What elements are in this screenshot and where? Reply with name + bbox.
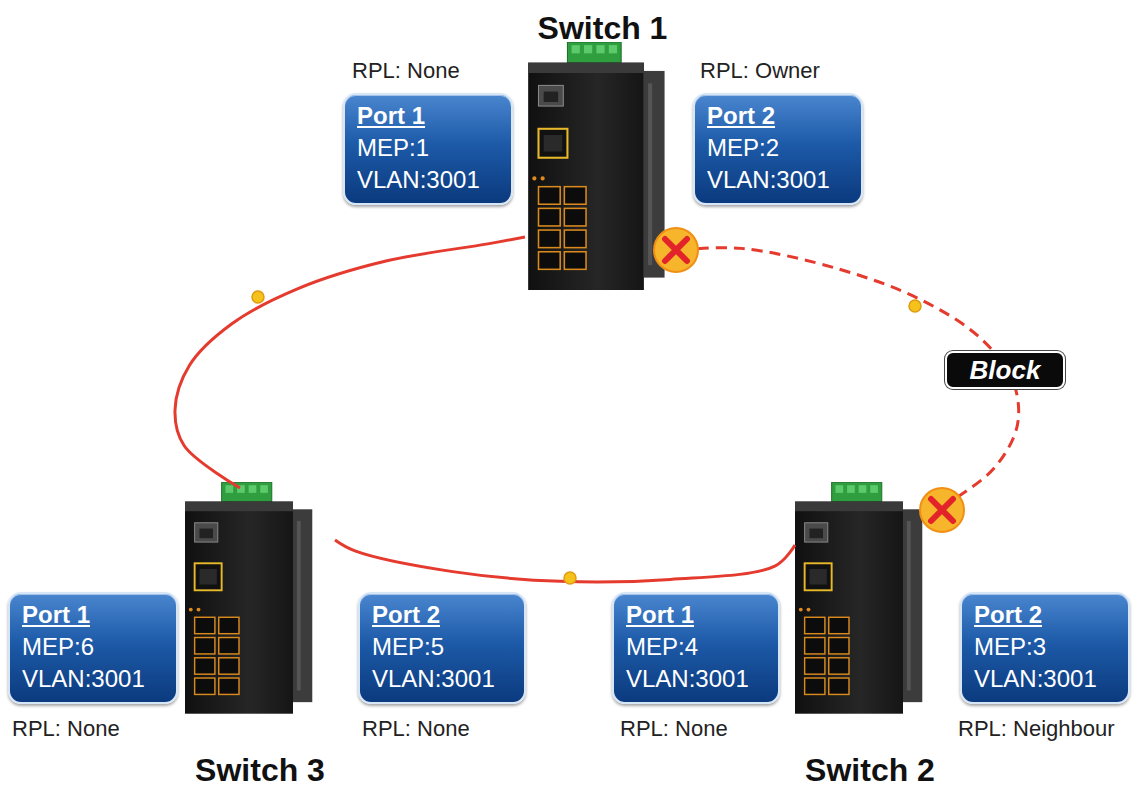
mep-id: MEP:6 bbox=[22, 631, 164, 663]
port-info-box: Port 1MEP:1VLAN:3001 bbox=[343, 93, 513, 205]
port-heading: Port 1 bbox=[357, 100, 499, 132]
port-heading: Port 1 bbox=[626, 599, 766, 631]
switch-device bbox=[795, 482, 922, 713]
port-info-box: Port 2MEP:5VLAN:3001 bbox=[358, 592, 526, 704]
rpl-role-label: RPL: None bbox=[352, 58, 460, 84]
switch-title: Switch 1 bbox=[538, 8, 668, 48]
port-heading: Port 2 bbox=[974, 599, 1116, 631]
vlan-id: VLAN:3001 bbox=[626, 663, 766, 695]
mep-id: MEP:5 bbox=[372, 631, 512, 663]
vlan-id: VLAN:3001 bbox=[22, 663, 164, 695]
vlan-id: VLAN:3001 bbox=[372, 663, 512, 695]
switch-node: Switch 2 bbox=[795, 488, 945, 790]
switch-device bbox=[528, 42, 664, 290]
port-info-box: Port 2MEP:2VLAN:3001 bbox=[693, 93, 863, 205]
switch-title: Switch 2 bbox=[805, 750, 935, 790]
port-heading: Port 1 bbox=[22, 599, 164, 631]
rpl-role-label: RPL: Owner bbox=[700, 58, 820, 84]
switch-node: Switch 3 bbox=[185, 488, 335, 790]
port-info-box: Port 1MEP:4VLAN:3001 bbox=[612, 592, 780, 704]
port-info-box: Port 2MEP:3VLAN:3001 bbox=[960, 592, 1130, 704]
mep-id: MEP:1 bbox=[357, 132, 499, 164]
vlan-id: VLAN:3001 bbox=[707, 164, 849, 196]
switch-node: Switch 1 bbox=[525, 8, 680, 293]
blocked-port-mark bbox=[654, 228, 698, 272]
rpl-role-label: RPL: None bbox=[620, 716, 728, 742]
link-dot bbox=[909, 300, 921, 312]
rpl-role-label: RPL: None bbox=[362, 716, 470, 742]
port-heading: Port 2 bbox=[372, 599, 512, 631]
mep-id: MEP:3 bbox=[974, 631, 1116, 663]
ring-link bbox=[175, 237, 525, 488]
link-dot bbox=[564, 572, 576, 584]
block-label: Block bbox=[945, 351, 1065, 389]
rpl-role-label: RPL: Neighbour bbox=[958, 716, 1115, 742]
port-heading: Port 2 bbox=[707, 100, 849, 132]
blocked-port-mark bbox=[920, 488, 964, 532]
mep-id: MEP:2 bbox=[707, 132, 849, 164]
link-dot bbox=[252, 291, 264, 303]
mep-id: MEP:4 bbox=[626, 631, 766, 663]
rpl-role-label: RPL: None bbox=[12, 716, 120, 742]
switch-title: Switch 3 bbox=[195, 750, 325, 790]
switch-device bbox=[185, 482, 312, 713]
vlan-id: VLAN:3001 bbox=[357, 164, 499, 196]
port-info-box: Port 1MEP:6VLAN:3001 bbox=[8, 592, 178, 704]
vlan-id: VLAN:3001 bbox=[974, 663, 1116, 695]
